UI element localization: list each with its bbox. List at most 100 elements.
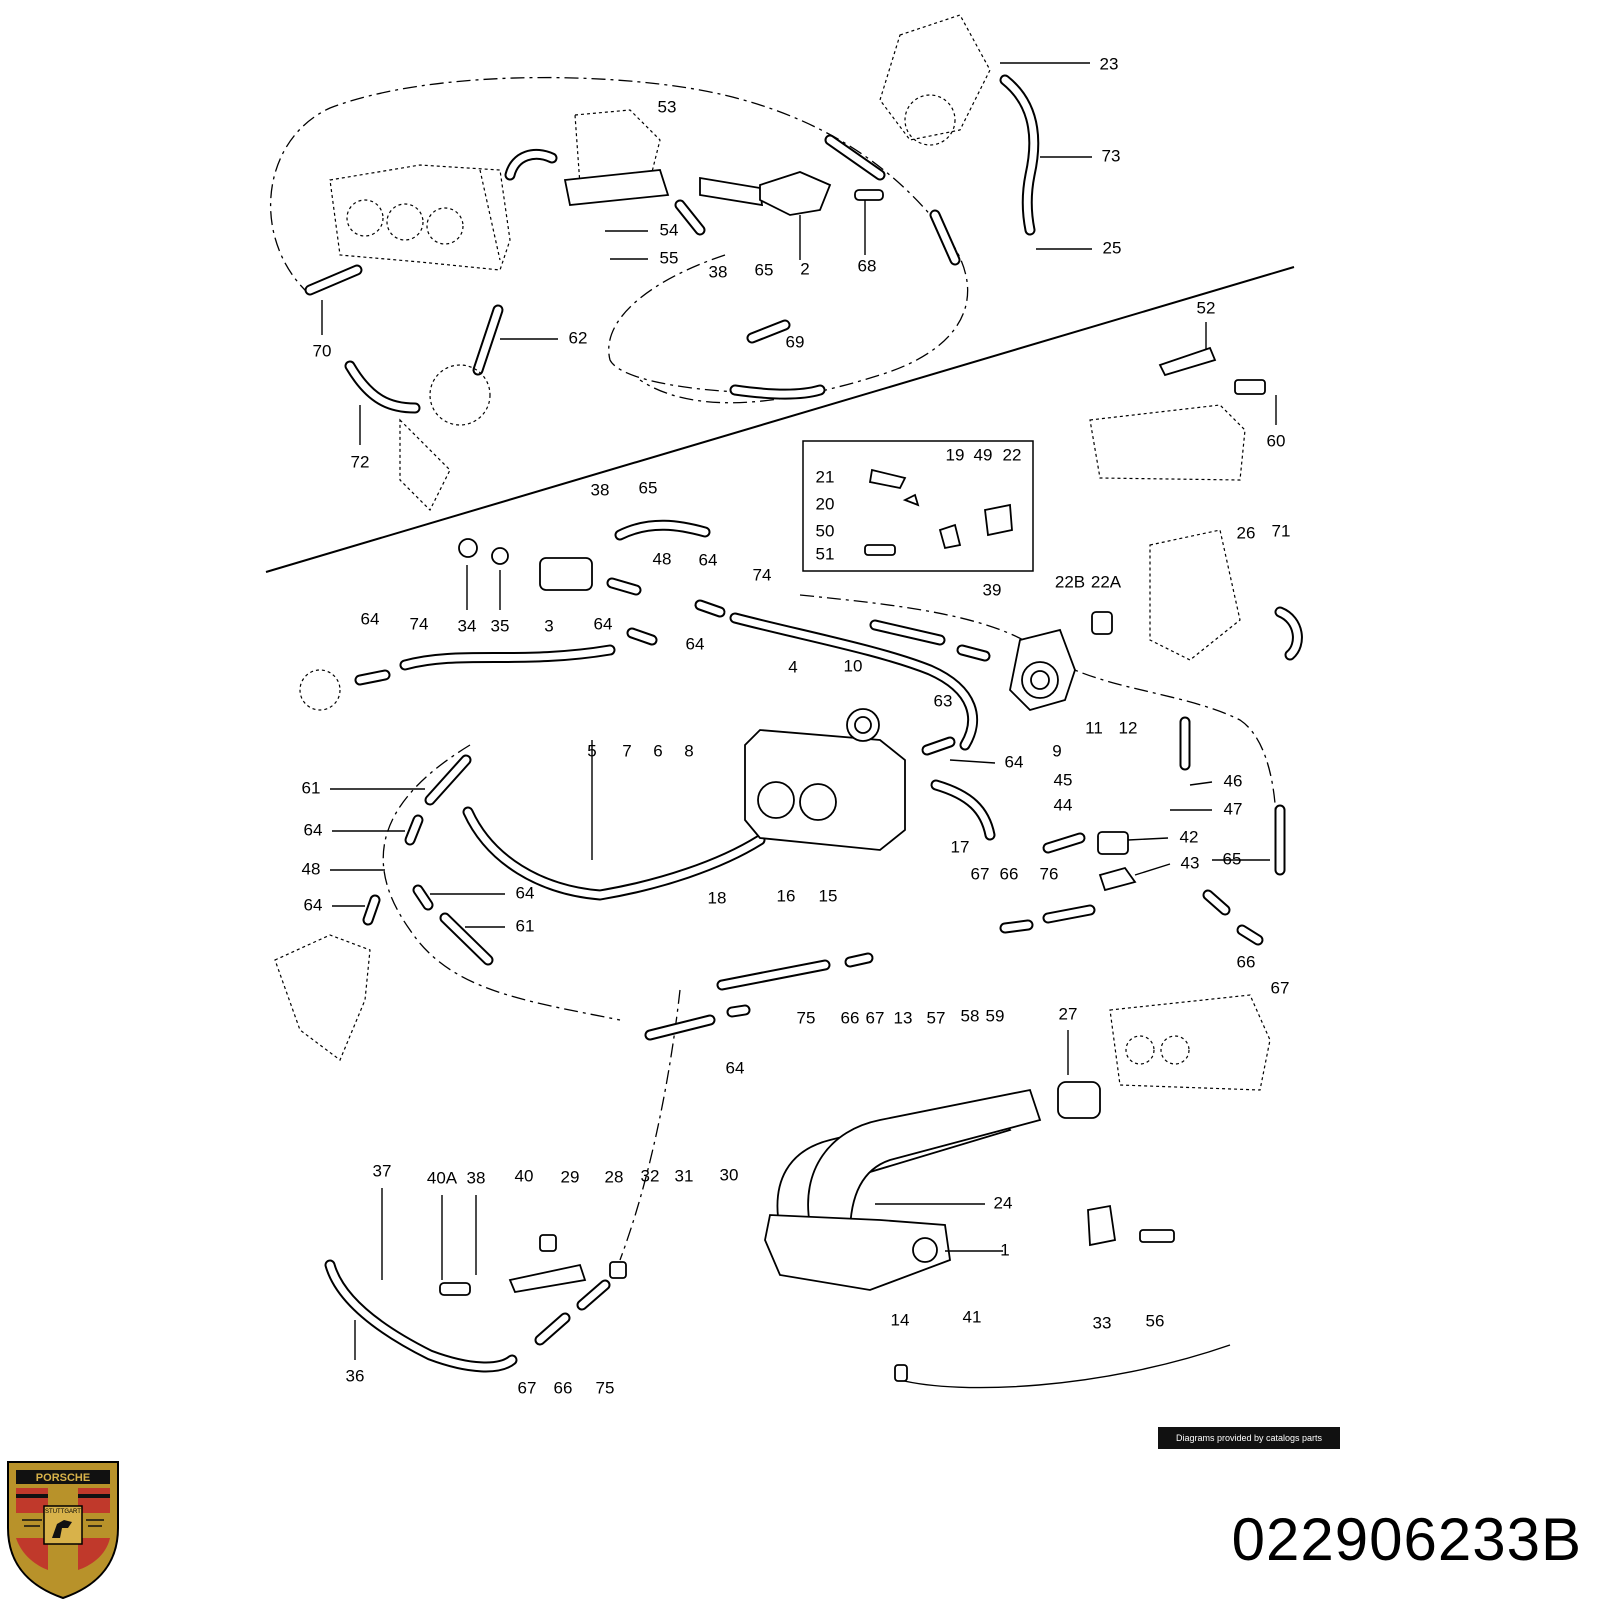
callout-label: 47	[1224, 799, 1243, 818]
engine-sketch-top-right	[879, 14, 991, 146]
callout-label: 22B	[1055, 572, 1085, 591]
callout-label: 72	[351, 452, 370, 471]
callout-label: 24	[994, 1193, 1013, 1212]
callout-label: 11	[1085, 718, 1103, 737]
callout-label: 31	[675, 1166, 694, 1185]
callout-label: 9	[1052, 741, 1061, 760]
callout-label: 34	[458, 616, 477, 635]
callout-label: 1	[1000, 1240, 1009, 1259]
fuel-filter-3	[458, 538, 593, 591]
callout-label: 67	[866, 1008, 885, 1027]
callout-label: 70	[313, 341, 332, 360]
callout-label: 8	[684, 741, 693, 760]
callout-label: 60	[1267, 431, 1286, 450]
callout-label: 14	[891, 1310, 910, 1329]
callout-label: 65	[639, 478, 658, 497]
callout-label: 73	[1102, 146, 1121, 165]
callout-label: 2	[800, 259, 809, 278]
sleeve-27	[1057, 1081, 1101, 1119]
engine-sketch-left	[274, 669, 371, 1061]
vacuum-unit-2	[699, 171, 884, 216]
callout-label: 66	[1237, 952, 1256, 971]
callout-label: 39	[983, 580, 1002, 599]
callout-label: 64	[686, 634, 705, 653]
callout-label: 62	[569, 328, 588, 347]
callout-label: 37	[373, 1161, 392, 1180]
callout-label: 26	[1237, 523, 1256, 542]
routing-loop-top	[270, 76, 969, 404]
part-number: 022906233B	[1231, 1506, 1582, 1573]
inset-box	[802, 440, 1034, 572]
callout-label: 64	[594, 614, 613, 633]
engine-sketch-right-lower	[1109, 994, 1271, 1091]
diagram-credit: Diagrams provided by catalogs parts	[1158, 1427, 1340, 1449]
sensor-33-56	[1087, 1204, 1175, 1247]
callout-label: 10	[844, 656, 863, 675]
callout-label: 6	[653, 741, 662, 760]
callout-label: 74	[753, 565, 772, 584]
callout-label: 66	[554, 1378, 573, 1397]
callout-label: 49	[974, 445, 993, 464]
section-divider	[265, 266, 1295, 573]
callout-label: 44	[1054, 795, 1073, 814]
callout-label: 7	[622, 741, 631, 760]
valve-42	[1097, 831, 1137, 892]
callout-label: 33	[1093, 1313, 1112, 1332]
callout-label: 36	[346, 1366, 365, 1385]
callout-label: 56	[1146, 1311, 1165, 1330]
intake-manifold-1	[764, 1088, 1042, 1291]
callout-label: 17	[951, 837, 970, 856]
callout-label: 27	[1059, 1004, 1078, 1023]
callout-label: 22	[1003, 445, 1022, 464]
callout-label: 51	[816, 544, 835, 563]
routing-loop-mid	[608, 254, 741, 393]
fuel-rail-36	[324, 1234, 627, 1373]
hoses-bottom	[534, 1279, 611, 1346]
callout-label: 35	[491, 616, 510, 635]
callout-label: 4	[788, 657, 797, 676]
callout-label: 63	[934, 691, 953, 710]
callout-label: 50	[816, 521, 835, 540]
callout-label: 28	[605, 1167, 624, 1186]
callout-label: 67	[971, 864, 990, 883]
porsche-crest-logo: PORSCHE STUTTGART	[7, 1461, 119, 1600]
callout-label: 20	[816, 494, 835, 513]
engine-sketch-right-upper	[1089, 346, 1266, 661]
callout-label: 64	[516, 883, 535, 902]
callout-label: 3	[544, 616, 553, 635]
callout-label: 38	[467, 1168, 486, 1187]
callout-label: 41	[963, 1307, 982, 1326]
hose-top-left	[304, 74, 1040, 414]
callout-label: 52	[1197, 298, 1216, 317]
callout-label: 64	[726, 1058, 745, 1077]
callout-label: 48	[302, 859, 321, 878]
callout-label: 67	[518, 1378, 537, 1397]
callout-label: 13	[894, 1008, 913, 1027]
svg-text:STUTTGART: STUTTGART	[45, 1509, 81, 1515]
callout-label: 67	[1271, 978, 1290, 997]
module-53	[563, 109, 670, 206]
callout-label: 75	[596, 1378, 615, 1397]
callout-label: 12	[1119, 718, 1138, 737]
cable-41	[894, 1344, 1231, 1389]
callout-label: 65	[755, 260, 774, 279]
housing-sketch-top	[399, 364, 491, 512]
callout-label: 23	[1100, 54, 1119, 73]
callout-label: 43	[1181, 853, 1200, 872]
callout-label: 38	[709, 262, 728, 281]
hoses-mid	[354, 519, 1303, 1041]
callout-label: 19	[946, 445, 965, 464]
callout-label: 64	[1005, 752, 1024, 771]
callout-label: 64	[304, 895, 323, 914]
inset-parts	[864, 468, 1013, 556]
callout-label: 45	[1054, 770, 1073, 789]
callout-label: 42	[1180, 827, 1199, 846]
callout-label: 61	[302, 778, 321, 797]
throttle-body-9	[1009, 611, 1113, 712]
callout-label: 46	[1224, 771, 1243, 790]
callout-label: 75	[797, 1008, 816, 1027]
engine-sketch-top-left	[329, 164, 511, 271]
callout-label: 69	[786, 332, 805, 351]
routing-loop-middle	[799, 594, 1277, 861]
